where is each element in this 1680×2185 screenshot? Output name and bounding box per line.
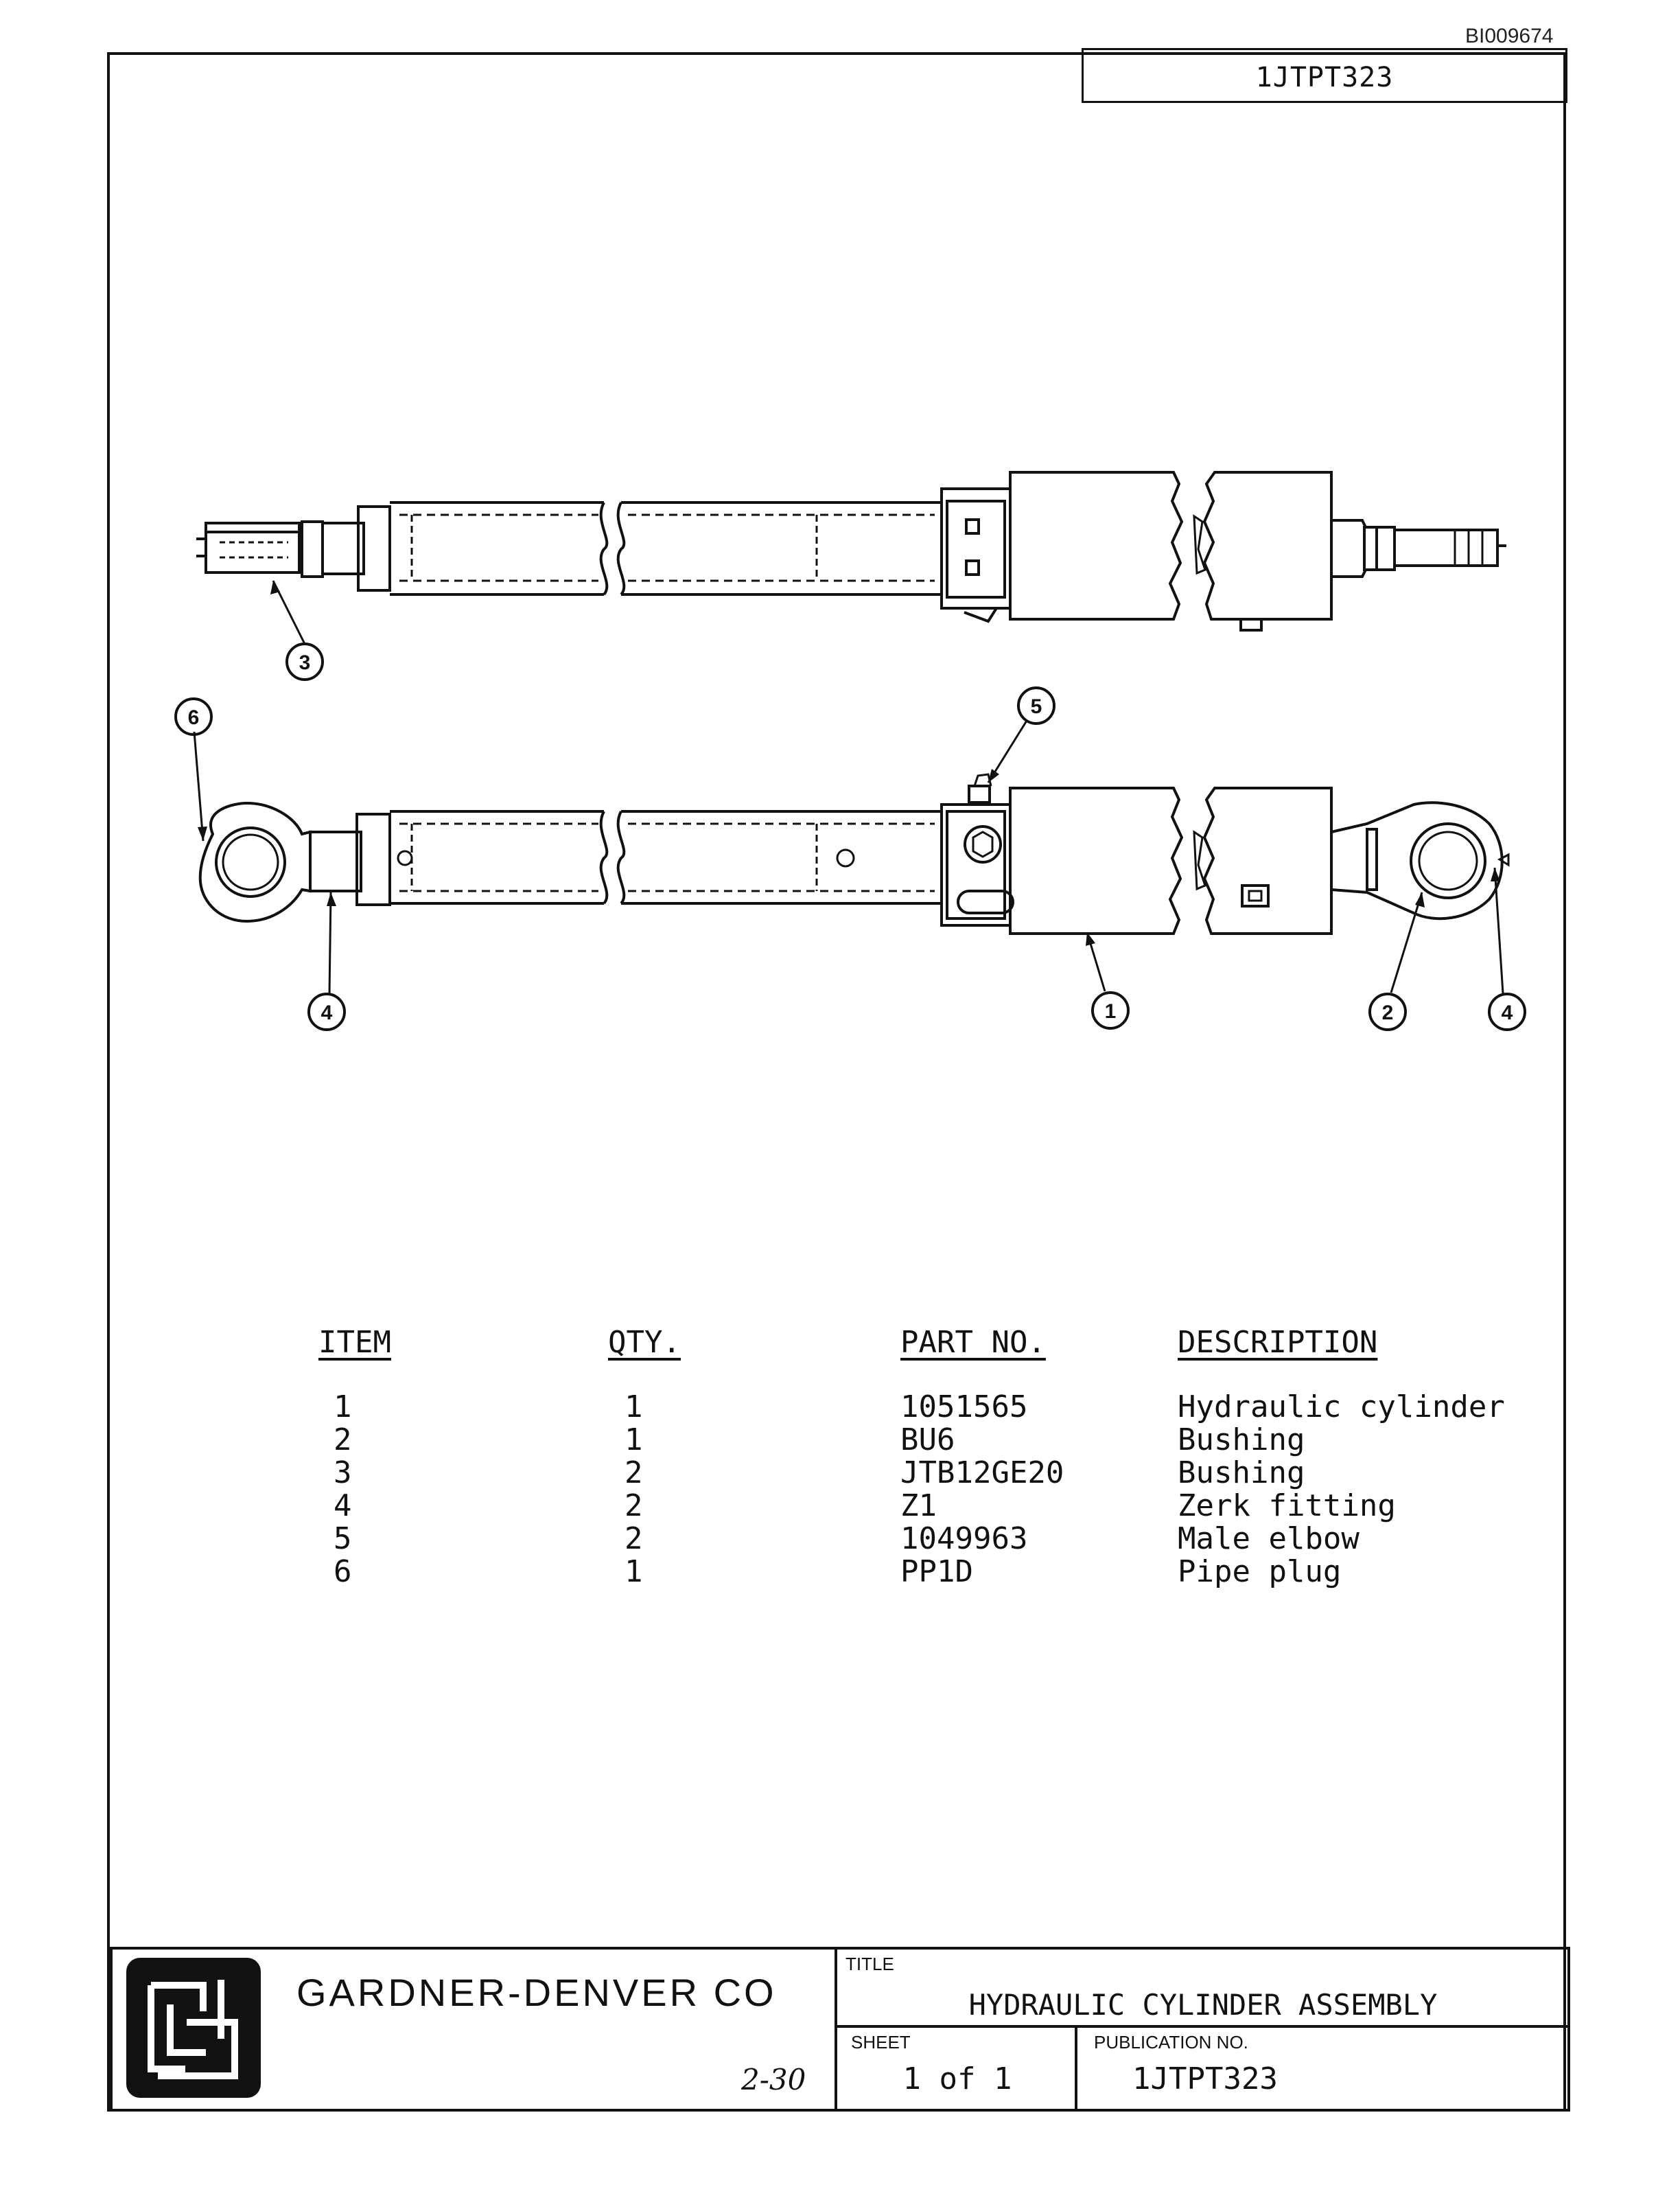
header-item: ITEM (318, 1325, 391, 1360)
row-5-part-no: 1049963 (900, 1521, 1028, 1556)
row-3-description: Bushing (1178, 1455, 1305, 1490)
title-block-divider (835, 1947, 837, 2112)
row-6-qty: 1 (625, 1554, 643, 1589)
header-part-no: PART NO. (900, 1325, 1046, 1360)
callout-6-label: 6 (188, 706, 200, 729)
cylinder-view-top (196, 471, 1506, 632)
callout-4-left-label: 4 (321, 1002, 333, 1024)
callout-1-label: 1 (1105, 1000, 1117, 1023)
row-3-item: 3 (334, 1455, 352, 1490)
row-5-description: Male elbow (1178, 1521, 1360, 1556)
title-block (110, 1947, 1570, 2112)
gardner-denver-logo (126, 1958, 261, 2098)
title-block-divider (1075, 2025, 1077, 2112)
callout-1 (1091, 991, 1130, 1030)
drawing-code: 1JTPT323 (1082, 48, 1567, 103)
row-2-description: Bushing (1178, 1422, 1305, 1457)
callout-4-right (1488, 993, 1526, 1031)
row-1-item: 1 (334, 1389, 352, 1424)
row-5-qty: 2 (625, 1521, 643, 1556)
callout-5-label: 5 (1031, 695, 1042, 718)
row-6-description: Pipe plug (1178, 1554, 1342, 1589)
row-3-qty: 2 (625, 1455, 643, 1490)
row-4-qty: 2 (625, 1488, 643, 1523)
row-6-part-no: PP1D (900, 1554, 973, 1589)
row-6-item: 6 (334, 1554, 352, 1589)
cylinder-view-bottom (198, 773, 1510, 935)
publication-number: 1JTPT323 (1132, 2061, 1278, 2096)
row-1-description: Hydraulic cylinder (1178, 1389, 1505, 1424)
company-name: GARDNER-DENVER CO (296, 1971, 777, 2014)
publication-label: PUBLICATION NO. (1094, 2032, 1248, 2053)
callout-2-label: 2 (1382, 1002, 1394, 1024)
callout-3 (285, 643, 324, 681)
sheet-label: SHEET (851, 2032, 911, 2053)
header-description: DESCRIPTION (1178, 1325, 1378, 1360)
header-qty: QTY. (608, 1325, 681, 1360)
callout-3-label: 3 (299, 651, 311, 674)
row-1-part-no: 1051565 (900, 1389, 1028, 1424)
row-1-qty: 1 (625, 1389, 643, 1424)
row-4-description: Zerk fitting (1178, 1488, 1396, 1523)
row-3-part-no: JTB12GE20 (900, 1455, 1064, 1490)
callout-4-left (307, 993, 346, 1031)
row-2-item: 2 (334, 1422, 352, 1457)
row-4-part-no: Z1 (900, 1488, 937, 1523)
callout-4-right-label: 4 (1502, 1002, 1513, 1024)
row-5-item: 5 (334, 1521, 352, 1556)
row-2-part-no: BU6 (900, 1422, 955, 1457)
callout-5 (1017, 686, 1055, 725)
callout-bubbles (174, 643, 1526, 1031)
document-id: BI009674 (1465, 25, 1554, 47)
sheet-number: 1 of 1 (902, 2061, 1012, 2096)
title-block-divider (835, 2025, 1570, 2028)
callout-2 (1368, 993, 1407, 1031)
handwritten-note: 2-30 (741, 2063, 806, 2096)
row-4-item: 4 (334, 1488, 352, 1523)
row-2-qty: 1 (625, 1422, 643, 1457)
title-label: TITLE (845, 1954, 894, 1974)
drawing-title: HYDRAULIC CYLINDER ASSEMBLY (968, 1988, 1438, 2022)
callout-6 (174, 697, 213, 736)
